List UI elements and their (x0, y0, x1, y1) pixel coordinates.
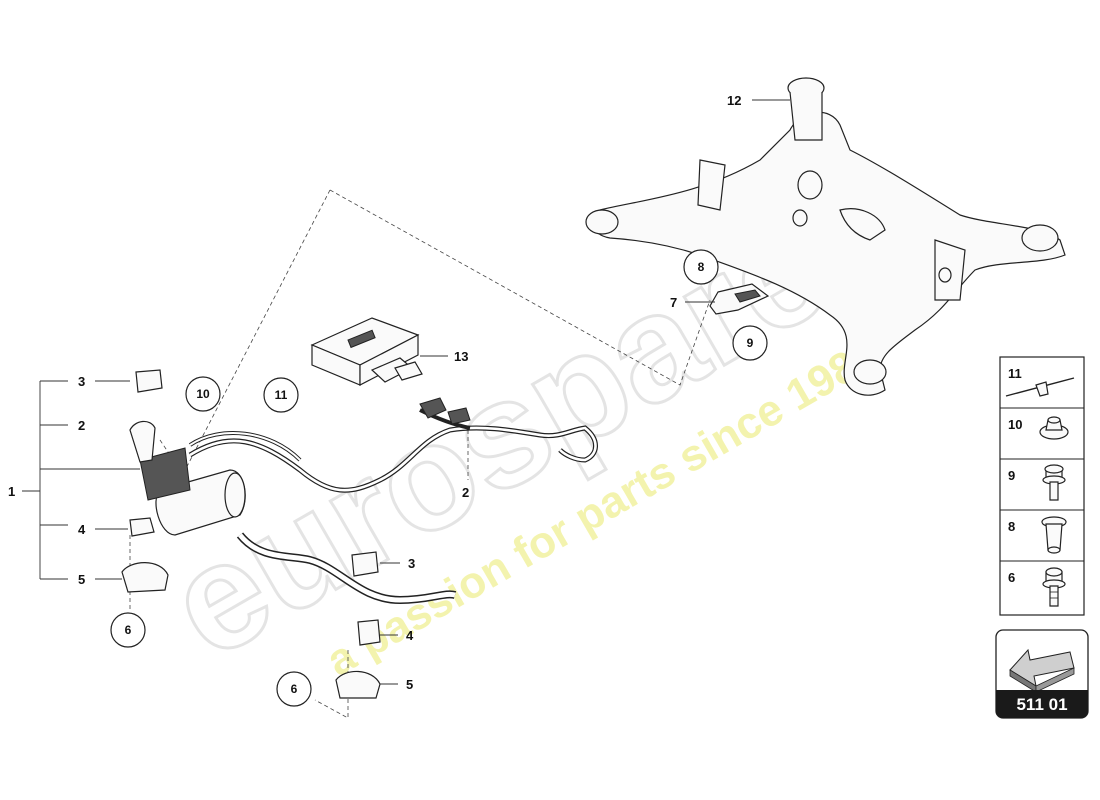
callout-1: 1 (8, 484, 15, 499)
spacer-sleeve-icon (1041, 516, 1067, 554)
callout-3-left: 3 (78, 374, 85, 389)
svg-text:10: 10 (1008, 417, 1022, 432)
callout-numbers: 1 3 2 4 5 2 3 4 5 7 12 13 (8, 93, 741, 692)
stud-bolt-icon (1042, 567, 1066, 607)
bracket-mid-5 (335, 670, 381, 699)
mount-rubber-mid-3 (351, 551, 379, 577)
reference-box: 511 01 (995, 629, 1089, 719)
control-unit (310, 317, 423, 386)
circled-callout-11: 11 (263, 377, 299, 413)
mount-rubber-left-4 (129, 517, 155, 537)
wiring-harness (129, 397, 598, 605)
svg-text:8: 8 (1008, 519, 1015, 534)
legend-row-10: 10 (1008, 416, 1069, 440)
legend-row-11: 11 (1005, 366, 1075, 397)
bracket-left-5 (121, 562, 169, 593)
callout-2-mid: 2 (462, 485, 469, 500)
legend-row-9: 9 (1008, 464, 1066, 501)
svg-text:6: 6 (125, 623, 132, 637)
mount-rubber-mid-4 (357, 619, 381, 646)
callout-3-mid: 3 (408, 556, 415, 571)
callout-5-left: 5 (78, 572, 85, 587)
svg-text:11: 11 (275, 388, 288, 402)
fastener-legend: 11 10 9 8 (999, 356, 1085, 616)
svg-text:10: 10 (196, 387, 210, 401)
svg-text:6: 6 (1008, 570, 1015, 585)
direction-arrow-icon (1009, 648, 1075, 693)
callout-2-left: 2 (78, 418, 85, 433)
mount-rubber-left-3 (135, 369, 163, 393)
svg-text:9: 9 (747, 336, 754, 350)
callout-12: 12 (727, 93, 741, 108)
circled-callout-10: 10 (185, 376, 221, 412)
rear-subframe (585, 77, 1066, 396)
leader-lines (22, 99, 790, 685)
mounting-bracket (709, 283, 770, 315)
circled-callout-6-left: 6 (110, 612, 146, 648)
circled-callout-9: 9 (732, 325, 768, 361)
reference-code: 511 01 (1016, 695, 1067, 714)
callout-5-mid: 5 (406, 677, 413, 692)
circled-callout-6-bottom: 6 (276, 671, 312, 707)
rubber-mounts (121, 369, 381, 699)
svg-text:11: 11 (1008, 366, 1022, 381)
circled-callout-8: 8 (683, 249, 719, 285)
callout-13: 13 (454, 349, 468, 364)
clip-nut-icon (1039, 416, 1069, 440)
callout-7: 7 (670, 295, 677, 310)
callout-4-left: 4 (78, 522, 86, 537)
svg-text:9: 9 (1008, 468, 1015, 483)
circled-callouts: 10 11 6 6 8 9 (110, 249, 768, 707)
svg-text:6: 6 (291, 682, 298, 696)
flange-bolt-icon (1042, 464, 1066, 501)
callout-4-mid: 4 (406, 628, 414, 643)
legend-row-6: 6 (1008, 567, 1066, 607)
cable-tie-icon (1005, 377, 1075, 397)
legend-row-8: 8 (1008, 516, 1067, 554)
svg-text:8: 8 (698, 260, 705, 274)
